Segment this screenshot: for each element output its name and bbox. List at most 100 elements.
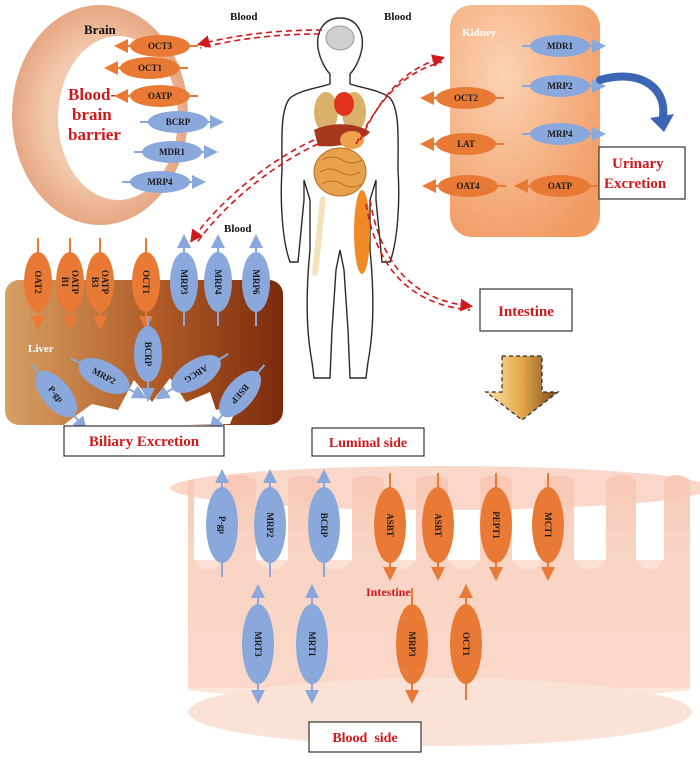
intestine-apical-asbt: ASBT <box>422 473 454 581</box>
kidney-transporter-mrp4-label: MRP4 <box>548 129 573 139</box>
brain-transporter-mrp4-shape <box>130 171 190 193</box>
intestine-basolateral-mrp3-label: MRP3 <box>407 632 417 657</box>
liver-uptake-mrp4-shape <box>204 252 232 312</box>
liver-efflux-bcrp: BCRP <box>134 316 162 402</box>
liver-uptake-oatp-b3-label: OATPB3 <box>90 270 110 295</box>
liver-efflux-mrp2: MRP2 <box>69 357 147 399</box>
blood-side-label: Blood side <box>332 731 397 746</box>
intestine-apical-mct1-shape <box>532 487 564 563</box>
kidney-transporter-lat-label: LAT <box>457 139 475 149</box>
brain-transporter-oatp-label: OATP <box>148 91 173 101</box>
urinary-line2: Excretion <box>604 176 667 192</box>
brain-transporter-oatp: OATP <box>114 85 198 107</box>
intestine-basolateral-mrp3-shape <box>396 604 428 684</box>
intestine-apical-asbt-label: ASBT <box>433 513 443 537</box>
intestine-basolateral-mrt1: MRT1 <box>296 584 328 704</box>
down-arrow <box>484 355 560 421</box>
intestine-apical-mct1-label: MCT1 <box>543 512 553 538</box>
brain-transporter-oct3: OCT3 <box>114 35 198 57</box>
liver-uptake-oct1: OCT1 <box>132 238 160 330</box>
brain-transporter-oatp-shape <box>130 85 190 107</box>
intestine-box-label: Intestine <box>498 304 554 320</box>
arrow-to-liver <box>190 139 315 243</box>
liver-uptake-oat2: OAT2 <box>24 238 52 330</box>
kidney-title: Kidney <box>462 27 497 39</box>
liver-uptake-mrp4: MRP4 <box>204 234 232 326</box>
intestine-basolateral-mrt1-label: MRT1 <box>307 631 317 657</box>
kidney-transporter-mdr1: MDR1 <box>522 35 606 57</box>
human-body-figure <box>280 17 400 379</box>
liver-uptake-mrp3-shape <box>170 252 198 312</box>
intestine-apical-asbt-label: ASBT <box>385 513 395 537</box>
liver-uptake-oct1-shape <box>132 252 160 312</box>
brain-transporter-oct1: OCT1 <box>104 57 188 79</box>
intestine-apical-p-gp: P-gp <box>206 469 238 577</box>
brain-title: Brain <box>84 22 117 37</box>
kidney-transporter-mrp4-shape <box>530 123 590 145</box>
body-outline <box>280 17 400 379</box>
kidney-transporter-mrp2-shape <box>530 75 590 97</box>
kidney-transporter-oatp-label: OATP <box>548 181 573 191</box>
kidney-transporter-mrp4: MRP4 <box>522 123 606 145</box>
intestine-apical-p-gp-shape <box>206 487 238 563</box>
liver-uptake-oct1-label: OCT1 <box>141 270 151 295</box>
brain-transporter-oct3-label: OCT3 <box>148 41 173 51</box>
intestine-apical-pept1-shape <box>480 487 512 563</box>
liver-uptake-oatp-b3: OATPB3 <box>86 238 114 330</box>
kidney-transporter-oat4: OAT4 <box>422 175 506 197</box>
blood-side-base <box>188 678 692 746</box>
intestine-apical-bcrp: BCRP <box>308 469 340 577</box>
biliary-excretion-box <box>63 425 225 457</box>
liver-efflux-abcg-shape <box>171 354 221 394</box>
brain-transporter-mdr1-shape <box>142 141 202 163</box>
bbb-label-line2: brain <box>72 105 112 124</box>
bbb-label-line3: barrier <box>68 125 121 144</box>
kidney-transporter-oat4-label: OAT4 <box>456 181 480 191</box>
intestine-apical-bcrp-shape <box>308 487 340 563</box>
liver-efflux-p-gp: P-gp <box>30 364 87 431</box>
blood-label-right: Blood <box>384 11 412 23</box>
liver-efflux-mrp2-shape <box>78 357 130 395</box>
intestine-basolateral-oct1-label: OCT1 <box>461 632 471 657</box>
liver-uptake-mrp4-label: MRP4 <box>213 270 223 295</box>
kidney-transporter-oct2: OCT2 <box>420 87 504 109</box>
arrow-to-brain <box>196 29 323 48</box>
intestine-basolateral-oct1: OCT1 <box>450 584 482 700</box>
liver-uptake-oatp-b3-shape <box>86 252 114 312</box>
urinary-line1: Urinary <box>612 156 664 172</box>
intestine-apical-pept1-label: PEPT1 <box>491 511 501 539</box>
intestine-apical-mct1: MCT1 <box>532 473 564 581</box>
heart <box>334 92 354 116</box>
intestine-basolateral-mrt3: MRT3 <box>242 584 274 704</box>
intestine-apical-asbt-shape <box>374 487 406 563</box>
urinary-curved-arrow <box>596 72 668 126</box>
kidney-transporter-mrp2: MRP2 <box>522 75 606 97</box>
intestine-basolateral-mrp3: MRP3 <box>396 588 428 704</box>
brain-transporter-mdr1-label: MDR1 <box>159 147 185 157</box>
kidney-transporter-mdr1-shape <box>530 35 590 57</box>
luminal-side-label: Luminal side <box>329 436 407 451</box>
brain-transporter-mdr1: MDR1 <box>134 141 218 163</box>
liver-efflux-abcg: ABCG <box>155 353 229 400</box>
kidney-transporter-oct2-shape <box>436 87 496 109</box>
biliary-excretion-label: Biliary Excretion <box>89 434 200 450</box>
intestine-title: Intestine <box>366 585 411 599</box>
intestine-basolateral-mrt3-shape <box>242 604 274 684</box>
kidney-transporter-lat-shape <box>436 133 496 155</box>
circulation-arrows <box>190 29 474 312</box>
liver-efflux-p-gp-shape <box>35 370 77 418</box>
brain-transporter-oct1-label: OCT1 <box>138 63 163 73</box>
intestine-box <box>479 288 573 332</box>
intestine-apical-bcrp-label: BCRP <box>319 513 329 538</box>
brain-transporter-bcrp-shape <box>148 111 208 133</box>
intestine-basolateral-mrt1-shape <box>296 604 328 684</box>
intestine-apical-asbt-shape <box>422 487 454 563</box>
leg-muscle <box>354 190 370 274</box>
brain-panel: Brain Blood- brain barrier OCT3OCT1OATPB… <box>12 5 224 225</box>
intestine-apical-pept1: PEPT1 <box>480 473 512 581</box>
liver-uptake-oat2-label: OAT2 <box>33 270 43 294</box>
liver-uptake-oatp-b1: OATPB1 <box>56 238 84 330</box>
intestine-basolateral-oct1-shape <box>450 604 482 684</box>
